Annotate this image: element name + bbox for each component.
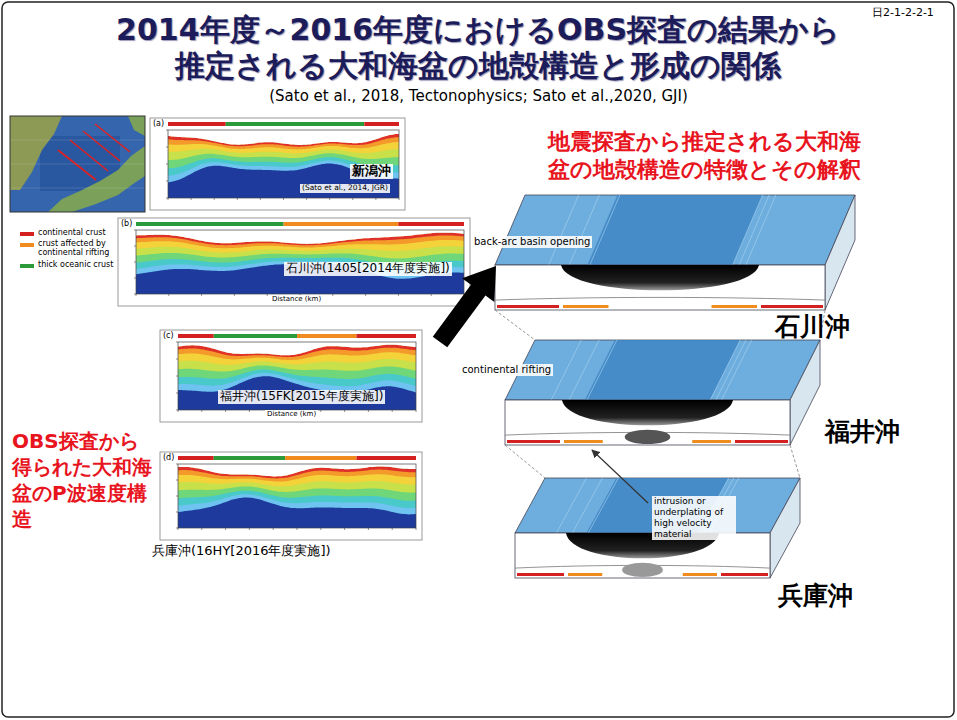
page-number: 日2-1-2-2-1	[872, 7, 934, 20]
profile-panel: (a) 新潟沖 (Sato et al., 2014, JGR)	[150, 118, 405, 210]
profile-panel: (d)兵庫沖(16HY[2016年度実施])	[160, 452, 422, 540]
profile-panel: (c) 福井沖(15FK[2015年度実施])	[160, 330, 422, 422]
crust-block-diagram	[505, 340, 820, 445]
panel-label: 福井沖	[825, 418, 900, 447]
legend: continental crust crust affected by conti…	[20, 228, 116, 271]
annotation: continental rifting	[460, 364, 553, 376]
guide-line	[495, 310, 535, 340]
legend-text: thick oceanic crust	[38, 260, 113, 269]
crust-block-diagram	[515, 478, 800, 578]
citation: (Sato et al., 2018, Tectonophysics; Sato…	[0, 88, 957, 105]
legend-swatch	[20, 232, 34, 236]
annotation: intrusion or underplating of high veloci…	[652, 496, 736, 540]
panel-label: 福井沖(15FK[2015年度実施])	[218, 390, 385, 404]
panel-label: (Sato et al., 2014, JGR)	[300, 184, 390, 193]
velocity-profile	[150, 118, 405, 210]
legend-text: continental crust	[38, 228, 106, 237]
panel-label: 兵庫沖	[778, 582, 853, 611]
slide-title: 2014年度～2016年度におけるOBS探査の結果から推定される大和海盆の地殻構…	[102, 12, 854, 84]
legend-row: continental crust	[20, 228, 116, 237]
annotation: back-arc basin opening	[472, 236, 592, 248]
panel-label: 兵庫沖(16HY[2016年度実施])	[152, 544, 331, 559]
velocity-profile	[118, 218, 470, 306]
panel-label: 石川沖(1405[2014年度実施])	[284, 262, 452, 276]
guide-line	[505, 445, 545, 478]
legend-row: thick oceanic crust	[20, 260, 116, 269]
panel-letter: (c)	[163, 331, 174, 340]
location-map	[10, 116, 145, 212]
panel-label: 新潟沖	[350, 164, 393, 179]
pointer-arrow	[592, 450, 648, 503]
section-heading: 地震探査から推定される大和海盆の地殻構造の特徴とその解釈	[548, 128, 866, 184]
velocity-profile	[160, 452, 422, 540]
legend-row: crust affected by continental rifting	[20, 239, 116, 257]
panel-letter: (d)	[163, 453, 174, 462]
section-heading: OBS探査から得られた大和海盆のP波速度構造	[12, 428, 158, 532]
opening-arrow	[433, 266, 496, 347]
profile-panel: (b) 石川沖(1405[2014年度実施])	[118, 218, 470, 306]
block-panel: 石川沖	[495, 195, 855, 310]
legend-swatch	[20, 264, 34, 268]
panel-letter: (a)	[153, 119, 164, 128]
guide-line	[790, 445, 800, 478]
velocity-profile	[160, 330, 422, 422]
axis-label: Distance (km)	[270, 295, 323, 303]
legend-text: crust affected by continental rifting	[38, 239, 116, 257]
axis-label: Distance (km)	[265, 410, 318, 418]
block-panel: 福井沖	[505, 340, 820, 445]
panel-letter: (b)	[121, 219, 132, 228]
crust-block-diagram	[495, 195, 855, 310]
legend-swatch	[20, 243, 34, 247]
panel-label: 石川沖	[775, 313, 850, 342]
